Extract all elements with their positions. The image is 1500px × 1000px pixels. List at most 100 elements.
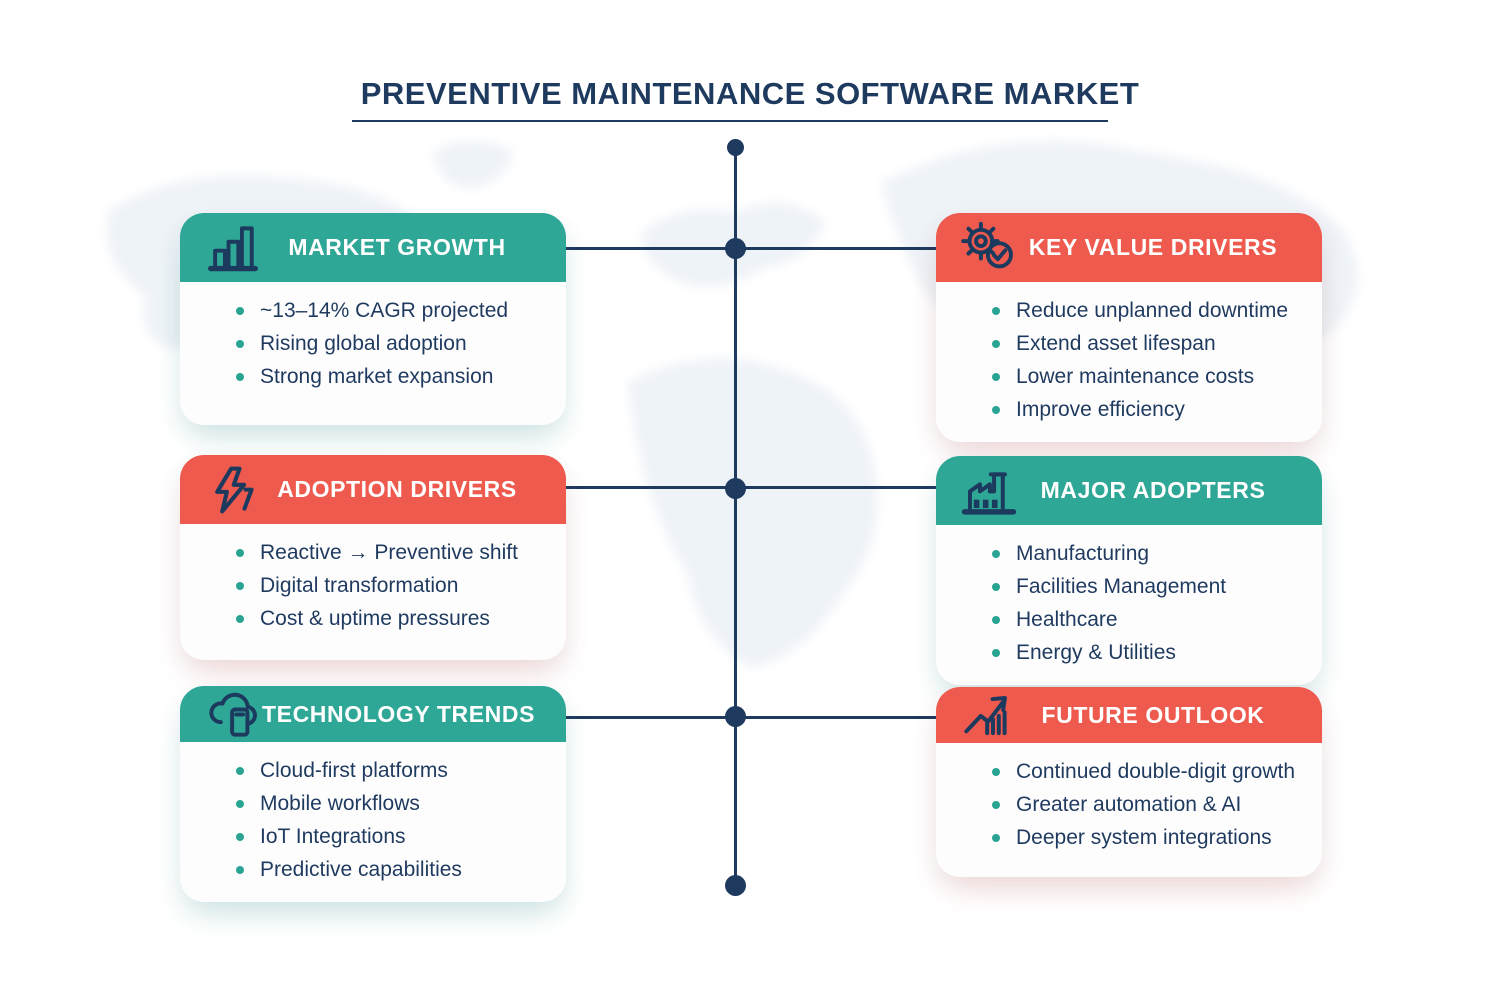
list-item: Greater automation & AI — [992, 789, 1304, 821]
bullet-text: Facilities Management — [1016, 575, 1227, 598]
bullet-dot — [236, 582, 244, 590]
bullet-text: Reduce unplanned downtime — [1016, 299, 1289, 322]
connector-line-row1 — [566, 247, 936, 250]
card-key-value-drivers: KEY VALUE DRIVERS Reduce unplanned downt… — [936, 213, 1322, 442]
gear-check-icon — [960, 219, 1018, 277]
bullet-dot — [236, 866, 244, 874]
bullet-text: Strong market expansion — [260, 365, 494, 388]
list-item: ~13–14% CAGR projected — [236, 295, 548, 327]
timeline-dot-row3 — [725, 706, 746, 727]
list-item: Continued double-digit growth — [992, 756, 1304, 788]
list-item: Cost & uptime pressures — [236, 603, 548, 635]
bullet-dot — [992, 616, 1000, 624]
list-item: Reactive → Preventive shift — [236, 537, 548, 569]
card-header: KEY VALUE DRIVERS — [936, 213, 1322, 282]
trend-up-icon — [960, 686, 1018, 744]
list-item: Digital transformation — [236, 570, 548, 602]
list-item: Mobile workflows — [236, 788, 548, 820]
bullet-text: Healthcare — [1016, 608, 1118, 631]
list-item: Extend asset lifespan — [992, 328, 1304, 360]
list-item: Reduce unplanned downtime — [992, 295, 1304, 327]
timeline-line — [734, 147, 737, 886]
bullet-text: Energy & Utilities — [1016, 641, 1176, 664]
list-item: Deeper system integrations — [992, 822, 1304, 854]
list-item: Improve efficiency — [992, 394, 1304, 426]
bullet-dot — [236, 800, 244, 808]
bullet-dot — [992, 834, 1000, 842]
card-title: TECHNOLOGY TRENDS — [262, 700, 536, 727]
bullet-dot — [992, 550, 1000, 558]
bullet-dot — [992, 340, 1000, 348]
bullet-text: Digital transformation — [260, 574, 459, 597]
card-adoption-drivers: ADOPTION DRIVERS Reactive → Preventive s… — [180, 455, 566, 660]
timeline-dot-top — [727, 139, 744, 156]
timeline-dot-row1 — [725, 238, 746, 259]
timeline-dot-bottom — [725, 875, 746, 896]
bullet-text: Predictive capabilities — [260, 858, 462, 881]
bullet-dot — [992, 406, 1000, 414]
card-future-outlook: FUTURE OUTLOOK Continued double-digit gr… — [936, 687, 1322, 877]
timeline-dot-row2 — [725, 478, 746, 499]
list-item: IoT Integrations — [236, 821, 548, 853]
list-item: Cloud-first platforms — [236, 755, 548, 787]
bullet-text: Lower maintenance costs — [1016, 365, 1255, 388]
bullet-dot — [236, 373, 244, 381]
bullet-text: Cloud-first platforms — [260, 759, 448, 782]
list-item: Facilities Management — [992, 571, 1304, 603]
factory-icon — [960, 462, 1018, 520]
list-item: Strong market expansion — [236, 361, 548, 393]
bullet-dot — [992, 649, 1000, 657]
bullet-dot — [236, 615, 244, 623]
connector-line-row2 — [566, 486, 936, 489]
title-underline — [352, 120, 1108, 122]
list-item: Healthcare — [992, 604, 1304, 636]
bullet-dot — [236, 307, 244, 315]
bullet-dot — [236, 833, 244, 841]
bullet-dot — [992, 583, 1000, 591]
bullet-text: Mobile workflows — [260, 792, 420, 815]
bullet-text: Greater automation & AI — [1016, 793, 1242, 816]
card-title: MAJOR ADOPTERS — [1040, 477, 1266, 503]
list-item: Energy & Utilities — [992, 637, 1304, 669]
bullet-text: Manufacturing — [1016, 542, 1150, 565]
list-item: Manufacturing — [992, 538, 1304, 570]
bullet-dot — [992, 768, 1000, 776]
card-header: MARKET GROWTH — [180, 213, 566, 282]
card-title: MARKET GROWTH — [288, 234, 506, 260]
bullet-text: Reactive → Preventive shift — [260, 541, 518, 564]
card-header: ADOPTION DRIVERS — [180, 455, 566, 524]
bar-chart-icon — [204, 219, 262, 277]
list-item: Predictive capabilities — [236, 854, 548, 886]
lightning-bolt-icon — [204, 461, 262, 519]
cloud-mobile-icon — [204, 685, 262, 743]
card-title: ADOPTION DRIVERS — [277, 476, 517, 502]
page-title: PREVENTIVE MAINTENANCE SOFTWARE MARKET — [360, 76, 1140, 111]
bullet-dot — [236, 340, 244, 348]
connector-line-row3 — [566, 716, 936, 719]
bullet-text: Cost & uptime pressures — [260, 607, 490, 630]
bullet-text: Rising global adoption — [260, 332, 467, 355]
bullet-dot — [992, 307, 1000, 315]
bullet-dot — [992, 801, 1000, 809]
list-item: Lower maintenance costs — [992, 361, 1304, 393]
bullet-text: Improve efficiency — [1016, 398, 1185, 421]
card-header: FUTURE OUTLOOK — [936, 687, 1322, 743]
list-item: Rising global adoption — [236, 328, 548, 360]
bullet-dot — [992, 373, 1000, 381]
bullet-dot — [236, 549, 244, 557]
bullet-text: Extend asset lifespan — [1016, 332, 1216, 355]
